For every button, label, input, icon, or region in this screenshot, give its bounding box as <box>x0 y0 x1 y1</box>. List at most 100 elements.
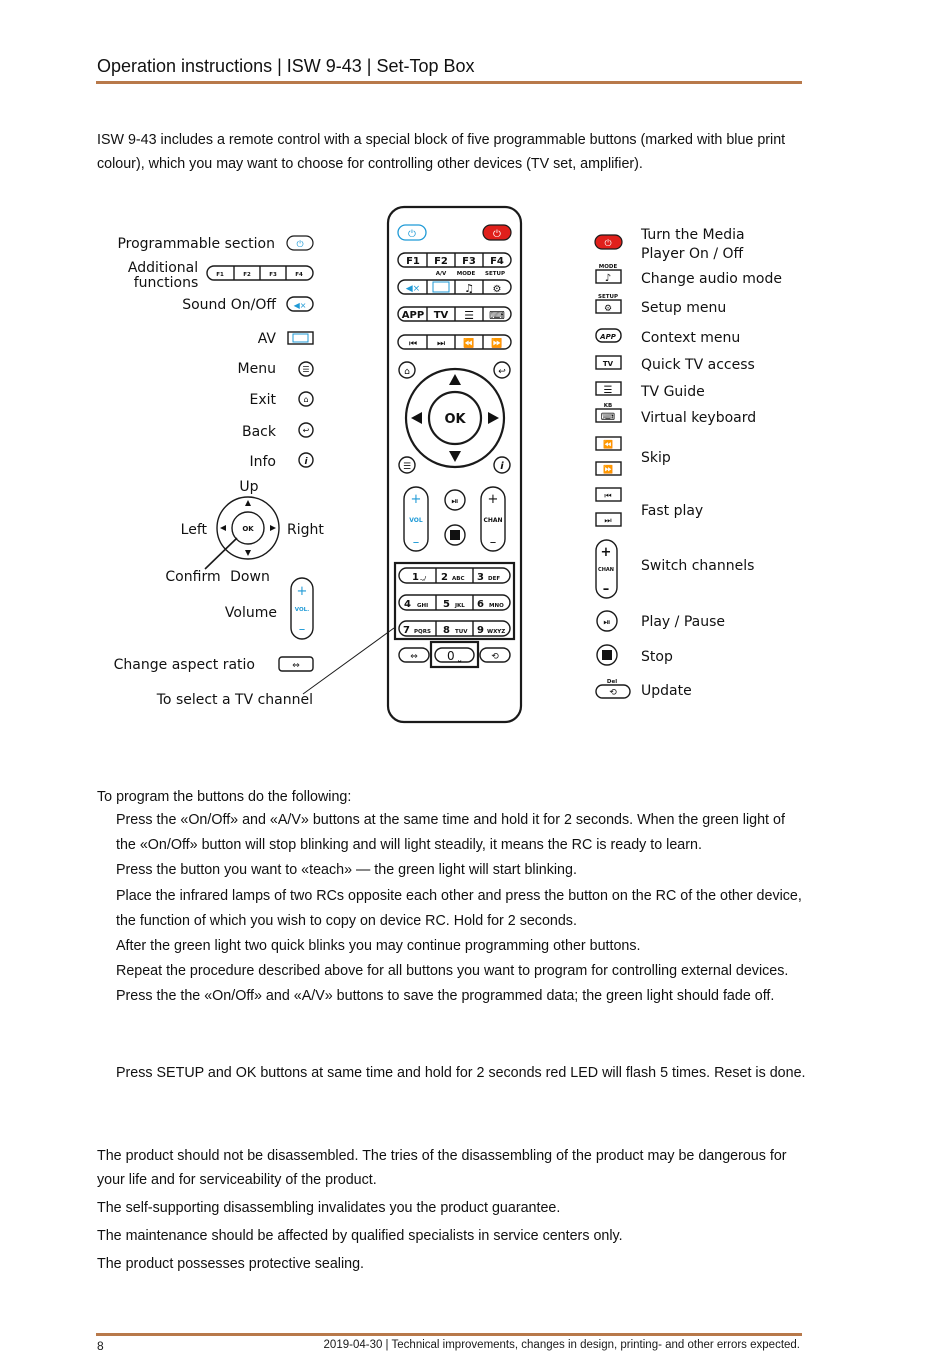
program-step: the «On/Off» button will stop blinking a… <box>116 837 702 854</box>
label-av: AV <box>258 331 277 347</box>
right-arrow-icon <box>488 412 499 424</box>
av-small-label: A/V <box>436 271 447 277</box>
svg-text:TUV: TUV <box>455 629 468 635</box>
key-3: 3 <box>477 572 484 583</box>
stop-button <box>444 524 466 546</box>
label-play: Play / Pause <box>641 614 725 630</box>
key-0-frame <box>429 640 480 669</box>
aspect-button <box>398 647 430 663</box>
svg-text:–: – <box>490 535 497 550</box>
svg-text:–: – <box>603 582 610 597</box>
header-title: Operation instructions | ISW 9-43 | Set-… <box>97 56 475 76</box>
reset-instruction: Press SETUP and OK buttons at same time … <box>116 1065 806 1081</box>
label-guide: TV Guide <box>640 384 705 400</box>
svg-text:F3: F3 <box>269 272 277 278</box>
safety-line: your life and for serviceability of the … <box>97 1172 377 1188</box>
power-icon: ⏻ <box>408 229 416 240</box>
guide-icon: ☰ <box>604 385 613 396</box>
intro-line: ISW 9-43 includes a remote control with … <box>97 132 786 148</box>
ok-button <box>427 390 483 446</box>
svg-text:–: – <box>299 622 306 637</box>
svg-text:GHI: GHI <box>417 603 428 609</box>
power-icon: ⏻ <box>604 238 611 249</box>
update-button <box>479 647 511 663</box>
safety-line: The self-supporting disassembling invali… <box>97 1200 561 1216</box>
forward-icon: ⏩ <box>491 337 502 349</box>
chan-label: CHAN <box>483 517 502 524</box>
play-pause-icon: ⏯ <box>603 618 610 628</box>
power-icon: ⏻ <box>296 239 303 250</box>
label-aspect: Change aspect ratio <box>114 657 255 673</box>
key-9: 9 <box>477 625 484 636</box>
label-right: Right <box>287 522 324 538</box>
info-button <box>493 456 511 474</box>
label-setup: Setup menu <box>641 300 726 316</box>
back-button <box>493 361 511 379</box>
keypad-row-3: 7 PQRS 8 TUV 9 WXYZ <box>398 620 511 637</box>
vol-label: VOL. <box>295 607 309 613</box>
av-icon <box>292 333 309 343</box>
power-icon: ⏻ <box>493 229 501 240</box>
label-additional: Additional <box>128 260 198 276</box>
gear-icon: ⚙ <box>604 304 612 314</box>
play-pause-icon: ⏯ <box>451 497 458 507</box>
info-icon: i <box>304 457 308 467</box>
play-pause-button <box>444 489 466 511</box>
label-confirm: Confirm <box>165 569 220 585</box>
label-update: Update <box>641 683 692 699</box>
safety-line: The product possesses protective sealing… <box>97 1256 365 1272</box>
tv-icon: TV <box>603 360 614 368</box>
menu-icon: ☰ <box>302 365 309 374</box>
svg-text:CHAN: CHAN <box>598 567 614 573</box>
stop-icon <box>602 650 612 660</box>
label-back: Back <box>242 424 277 440</box>
program-step: Repeat the procedure described above for… <box>116 963 789 980</box>
key-5: 5 <box>443 599 450 610</box>
label-sound: Sound On/Off <box>182 297 276 313</box>
label-volume: Volume <box>225 605 277 621</box>
label-switch: Switch channels <box>641 558 754 574</box>
svg-text:+: + <box>411 492 422 507</box>
music-note-icon: ♪ <box>605 273 611 284</box>
label-context: Context menu <box>641 330 740 346</box>
key-f4: F4 <box>490 256 504 267</box>
mute-icon: ◀× <box>406 284 420 294</box>
key-f1: F1 <box>406 256 420 267</box>
program-steps: Press the «On/Off» and «A/V» buttons at … <box>116 808 806 1010</box>
key-7: 7 <box>403 625 410 636</box>
key-2: 2 <box>441 572 448 583</box>
label-up: Up <box>239 479 258 495</box>
av-icon <box>432 281 450 293</box>
program-step: Place the infrared lamps of two RCs oppo… <box>116 887 802 904</box>
prev-icon: ⏮ <box>604 491 611 500</box>
label-audio: Change audio mode <box>641 271 782 287</box>
svg-text:F2: F2 <box>243 272 251 278</box>
label-programmable: Programmable section <box>117 236 275 252</box>
key-app: APP <box>402 310 424 321</box>
svg-text:KB: KB <box>604 403 612 409</box>
keyboard-icon: ⌨ <box>489 309 505 322</box>
mini-dpad <box>216 496 280 560</box>
svg-text:WXYZ: WXYZ <box>487 629 505 635</box>
svg-text:+: + <box>488 492 499 507</box>
footer-note: 2019-04-30 | Technical improvements, cha… <box>323 1339 800 1351</box>
label-stop: Stop <box>641 649 673 665</box>
svg-text:DEF: DEF <box>488 576 500 582</box>
program-step: Press the button you want to «teach» — t… <box>116 862 577 879</box>
svg-text:F1: F1 <box>216 272 224 278</box>
key-f3: F3 <box>462 256 476 267</box>
back-icon: ↩ <box>303 426 310 435</box>
intro-paragraph: ISW 9-43 includes a remote control with … <box>97 128 807 176</box>
label-fast: Fast play <box>641 503 703 519</box>
guide-icon: ☰ <box>464 309 474 322</box>
key-tv: TV <box>434 310 449 321</box>
dpad-outer <box>404 367 506 469</box>
keypad-row-2: 4 GHI 5 JKL 6 MNO <box>398 594 511 611</box>
label-functions: functions <box>134 275 198 291</box>
next-icon: ⏭ <box>604 516 611 525</box>
info-icon: i <box>500 461 504 472</box>
left-arrow-icon <box>411 412 422 424</box>
label-keyboard: Virtual keyboard <box>641 410 756 426</box>
safety-section: The product should not be disassembled. … <box>97 1144 807 1276</box>
key-6: 6 <box>477 599 484 610</box>
